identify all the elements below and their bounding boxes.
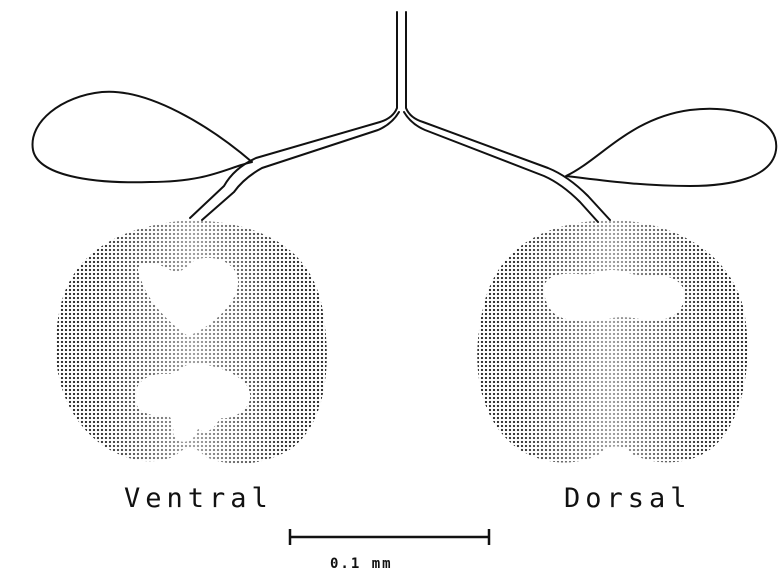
left-lobe [33,92,252,183]
left-branch [202,112,399,220]
right-branch [404,112,598,222]
dorsal-organ-shading [477,220,747,463]
ventral-label: Ventral [124,483,273,514]
right-lobe [566,109,776,186]
scale-bar-label: 0.1 mm [330,556,393,572]
dorsal-organ [477,220,747,463]
duct-system [33,12,777,222]
main-trunk [190,12,397,218]
dorsal-label: Dorsal [564,483,692,514]
scale-bar [290,529,489,545]
main-trunk-inner [406,12,610,220]
ventral-organ-shading [56,220,327,464]
ventral-organ [56,220,327,464]
